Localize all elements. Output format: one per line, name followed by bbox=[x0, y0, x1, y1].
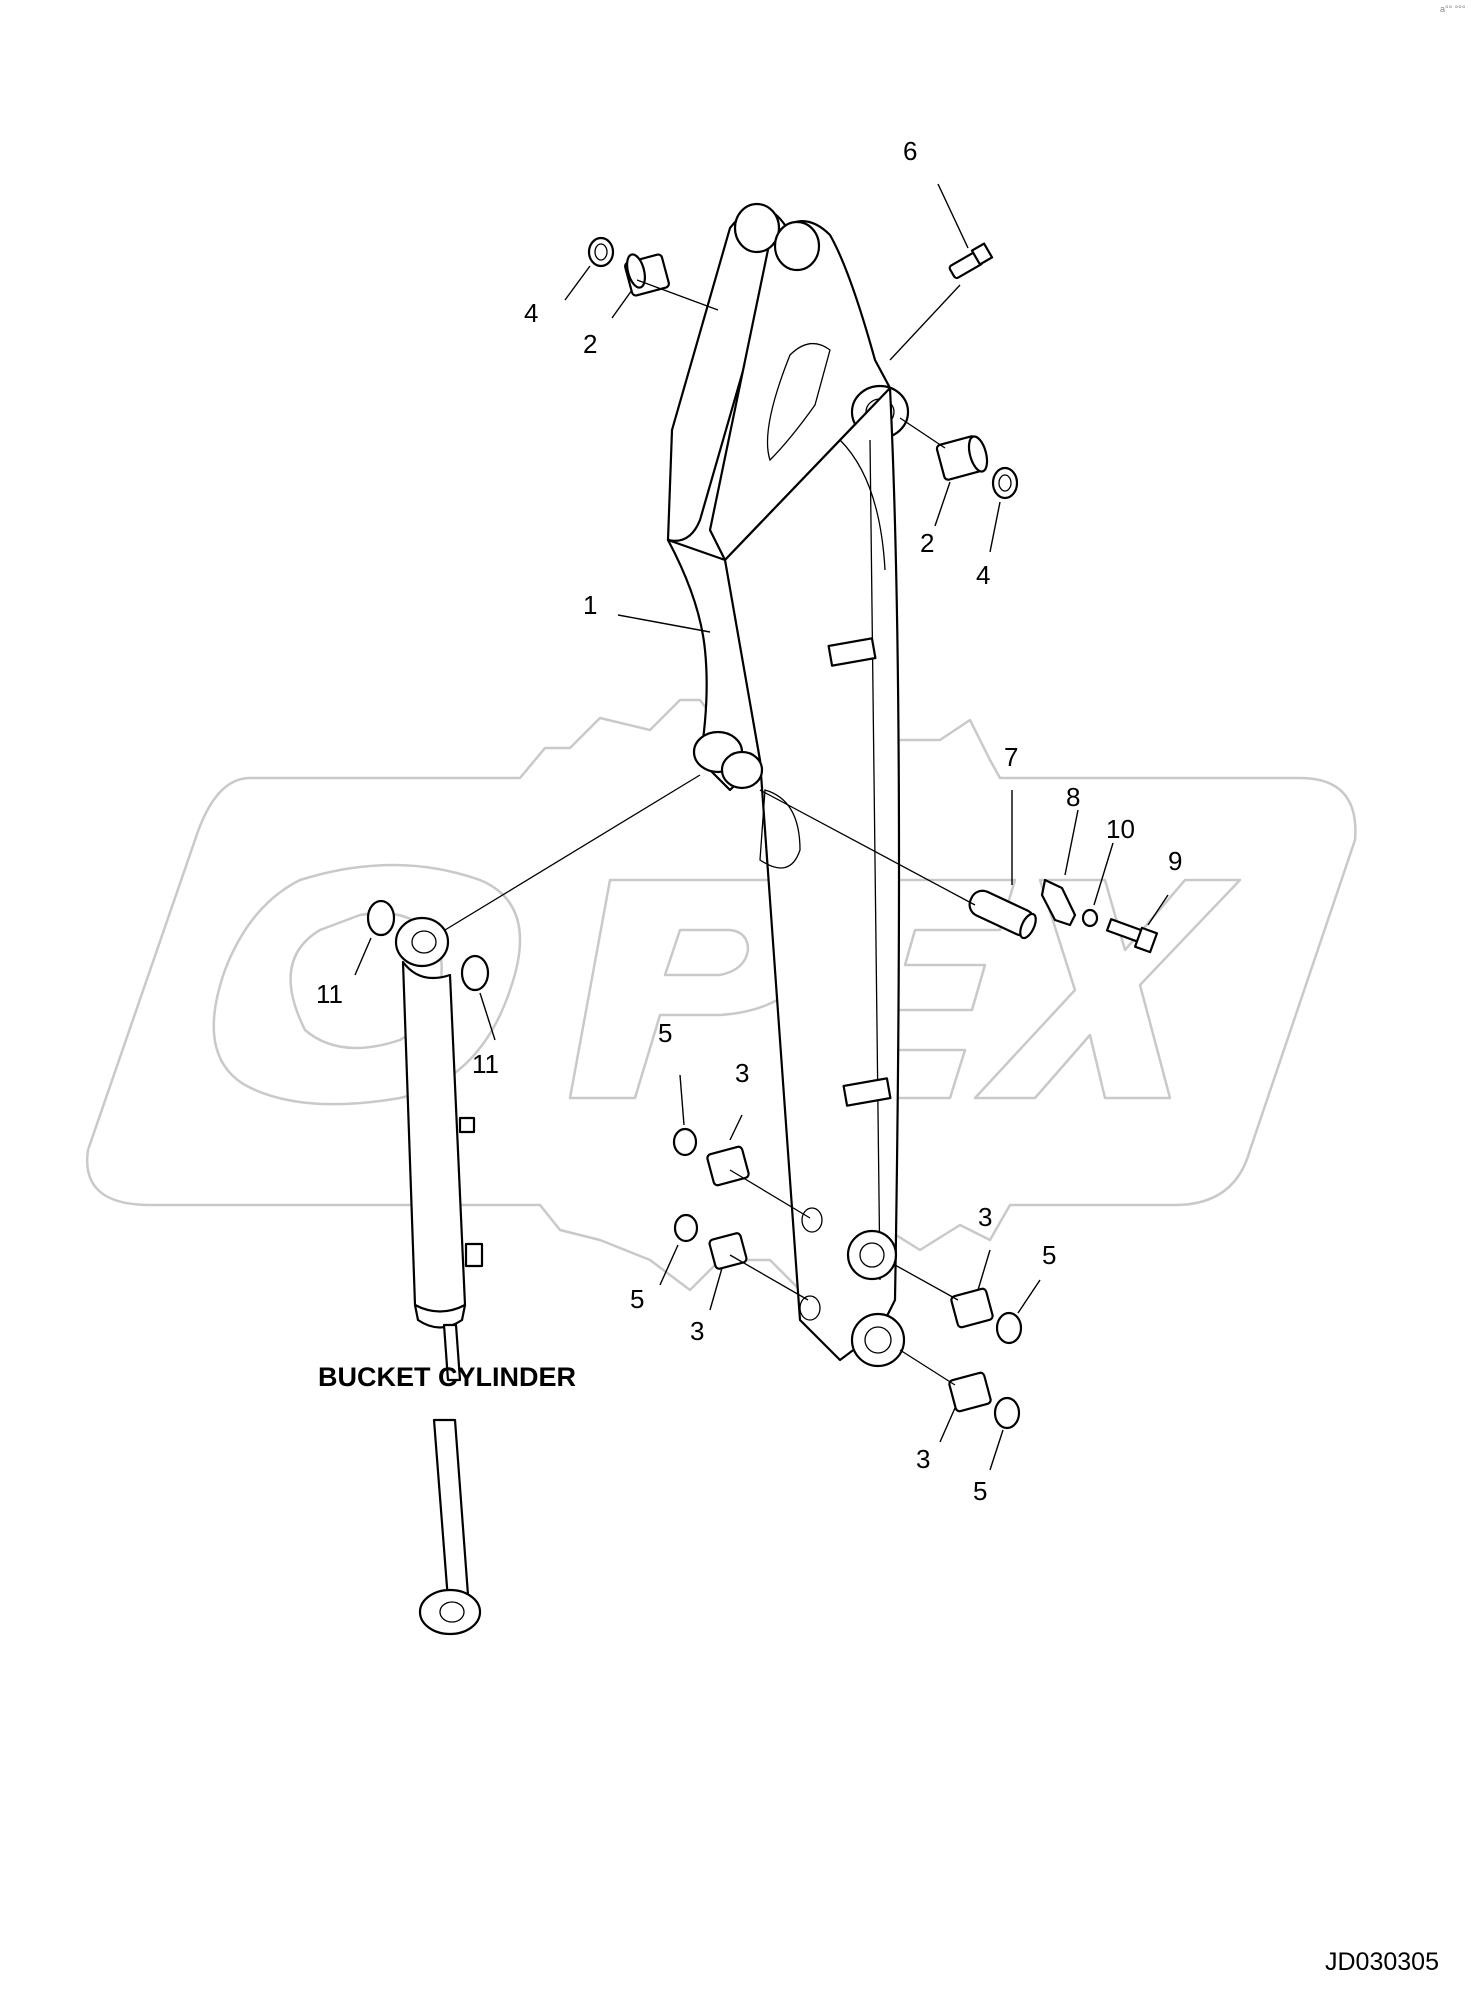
bolt bbox=[1105, 918, 1159, 954]
arm-bucket-boss-lower bbox=[850, 1312, 906, 1368]
callout-1: 1 bbox=[583, 590, 597, 620]
cylinder-gland bbox=[413, 1303, 467, 1329]
callout-3-a: 3 bbox=[735, 1058, 749, 1088]
bushing-lower-1 bbox=[706, 1145, 750, 1187]
shim-left bbox=[366, 899, 396, 937]
bushing-top-left bbox=[624, 253, 670, 297]
ring-lower-4 bbox=[993, 1396, 1021, 1430]
watermark bbox=[85, 698, 1357, 1292]
callout-5-a: 5 bbox=[658, 1018, 672, 1048]
cylinder-head-eye bbox=[418, 1588, 482, 1636]
callout-4-top-left: 4 bbox=[524, 298, 538, 328]
ring-lower-1 bbox=[672, 1127, 698, 1157]
arm-body bbox=[723, 386, 901, 1362]
arm-lug-upper bbox=[827, 637, 877, 667]
leader-lines bbox=[354, 183, 1169, 1471]
arm-bucket-boss-upper bbox=[846, 1229, 898, 1281]
cylinder-port-lower bbox=[464, 1242, 484, 1268]
callout-4-top-right: 4 bbox=[976, 560, 990, 590]
callout-11-left: 11 bbox=[316, 979, 343, 1009]
bushing-top-right bbox=[935, 435, 989, 481]
drawing-id: JD030305 bbox=[1325, 1948, 1439, 1976]
cylinder-port-upper bbox=[458, 1116, 476, 1134]
bushing-lower-4 bbox=[948, 1371, 992, 1413]
watermark-gear-outline bbox=[85, 698, 1357, 1292]
lock-plate bbox=[1040, 878, 1077, 927]
callout-3-d: 3 bbox=[916, 1444, 930, 1474]
callout-5-d: 5 bbox=[973, 1476, 987, 1506]
assembly-label: BUCKET CYLINDER bbox=[318, 1362, 576, 1392]
ring-top-left bbox=[587, 236, 615, 268]
pin bbox=[968, 889, 1037, 940]
arm-lower-cutout bbox=[759, 789, 801, 869]
callout-2-top-right: 2 bbox=[920, 528, 934, 558]
arm-top-boss-right bbox=[773, 220, 821, 272]
callout-labels: 6 4 2 2 4 1 7 8 10 9 11 11 5 3 5 3 3 5 3… bbox=[316, 136, 1182, 1506]
bushing-lower-3 bbox=[950, 1287, 994, 1329]
watermark-letter-x bbox=[973, 878, 1242, 1100]
arm-cylinder-boss-right bbox=[720, 750, 764, 790]
arm-side-hole-upper bbox=[801, 1207, 823, 1233]
callout-3-b: 3 bbox=[690, 1316, 704, 1346]
shim-right bbox=[460, 954, 490, 992]
callout-8: 8 bbox=[1066, 782, 1080, 812]
cylinder-rod-upper bbox=[442, 1323, 462, 1382]
callout-3-c: 3 bbox=[978, 1202, 992, 1232]
ring-top-right bbox=[991, 466, 1019, 500]
cylinder-rod-eye bbox=[394, 916, 450, 968]
grease-fitting bbox=[948, 242, 994, 280]
callout-10: 10 bbox=[1106, 814, 1135, 844]
arm-upper-slot bbox=[766, 343, 831, 462]
watermark-letter-e bbox=[798, 878, 1017, 1100]
callout-5-c: 5 bbox=[1042, 1240, 1056, 1270]
bushing-lower-2 bbox=[708, 1232, 748, 1270]
callout-7: 7 bbox=[1004, 742, 1018, 772]
bucket-cylinder bbox=[394, 916, 484, 1636]
arm-body-edge bbox=[869, 439, 881, 1281]
callout-6: 6 bbox=[903, 136, 917, 166]
cylinder-barrel bbox=[401, 960, 467, 1314]
callout-2-top-left: 2 bbox=[583, 329, 597, 359]
arm-bucket-boss-lower-hole bbox=[864, 1326, 892, 1354]
washer bbox=[1081, 908, 1099, 928]
corner-mark: a°° °°° bbox=[1440, 4, 1466, 14]
callout-11-right: 11 bbox=[472, 1049, 499, 1079]
cylinder-rod-lower bbox=[432, 1418, 470, 1602]
arm-bucket-boss-upper-hole bbox=[859, 1242, 885, 1268]
arm-curved-edge bbox=[839, 439, 886, 571]
callout-5-b: 5 bbox=[630, 1284, 644, 1314]
ring-lower-2 bbox=[673, 1213, 699, 1243]
ring-lower-3 bbox=[995, 1311, 1023, 1345]
arm-lug-lower bbox=[842, 1077, 892, 1107]
arm-side-hole-lower bbox=[799, 1295, 821, 1321]
arm-top-boss-left bbox=[733, 202, 781, 254]
arm-assembly bbox=[666, 202, 910, 1368]
callout-9: 9 bbox=[1168, 846, 1182, 876]
